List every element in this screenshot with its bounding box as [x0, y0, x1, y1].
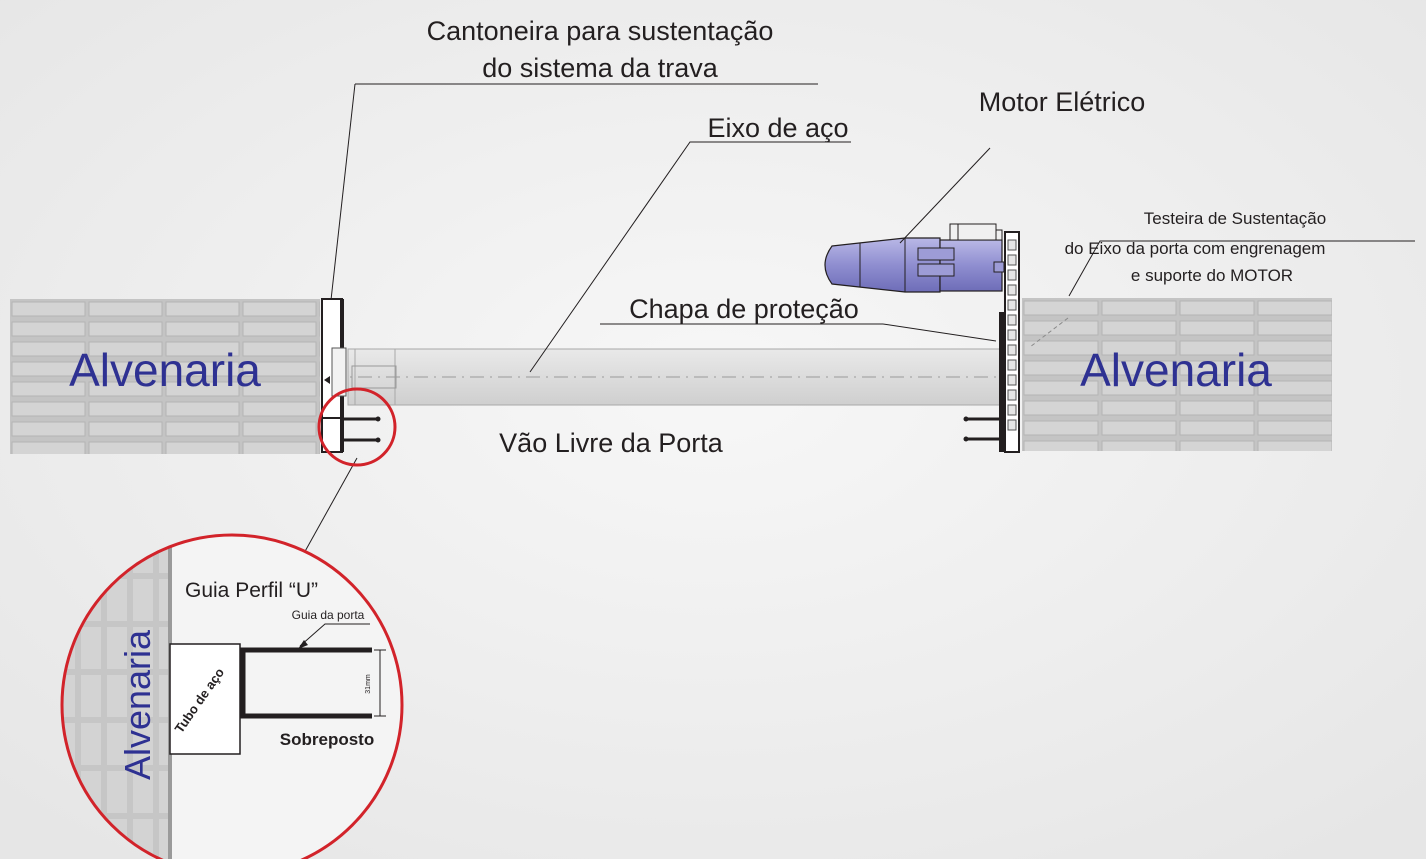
left-bracket — [321, 298, 381, 453]
label-motor: Motor Elétrico — [979, 87, 1146, 117]
leader-lines — [302, 83, 1415, 556]
detail-ring — [60, 533, 404, 859]
label-testeira-line1: Testeira de Sustentação — [1144, 209, 1326, 228]
label-testeira-line3: e suporte do MOTOR — [1131, 266, 1293, 285]
detail-steel-tube — [169, 643, 241, 755]
label-cantoneira-line1: Cantoneira para sustentação — [427, 16, 774, 46]
label-alvenaria-left: Alvenaria — [69, 344, 261, 396]
label-vao: Vão Livre da Porta — [499, 428, 724, 458]
detail-label-dimension: 31mm — [365, 674, 372, 694]
label-cantoneira-line2: do sistema da trava — [482, 53, 719, 83]
right-support-plate — [963, 231, 1020, 453]
left-wall — [10, 299, 320, 454]
label-chapa: Chapa de proteção — [629, 294, 859, 324]
wall-leader — [1029, 317, 1069, 348]
label-alvenaria-right: Alvenaria — [1080, 344, 1272, 396]
detail-marker-ring — [317, 387, 397, 467]
electric-motor — [824, 223, 1005, 293]
right-wall — [1022, 298, 1332, 451]
label-eixo: Eixo de aço — [707, 113, 848, 143]
detail-label-guia-perfil: Guia Perfil “U” — [185, 579, 318, 602]
detail-u-guide — [240, 647, 372, 719]
label-testeira-line2: do Eixo da porta com engrenagem — [1065, 239, 1326, 258]
detail-label-sobreposto: Sobreposto — [280, 730, 374, 749]
steel-shaft — [330, 348, 1020, 406]
detail-label-alvenaria: Alvenaria — [117, 629, 158, 780]
detail-label-guia-porta: Guia da porta — [292, 608, 365, 622]
